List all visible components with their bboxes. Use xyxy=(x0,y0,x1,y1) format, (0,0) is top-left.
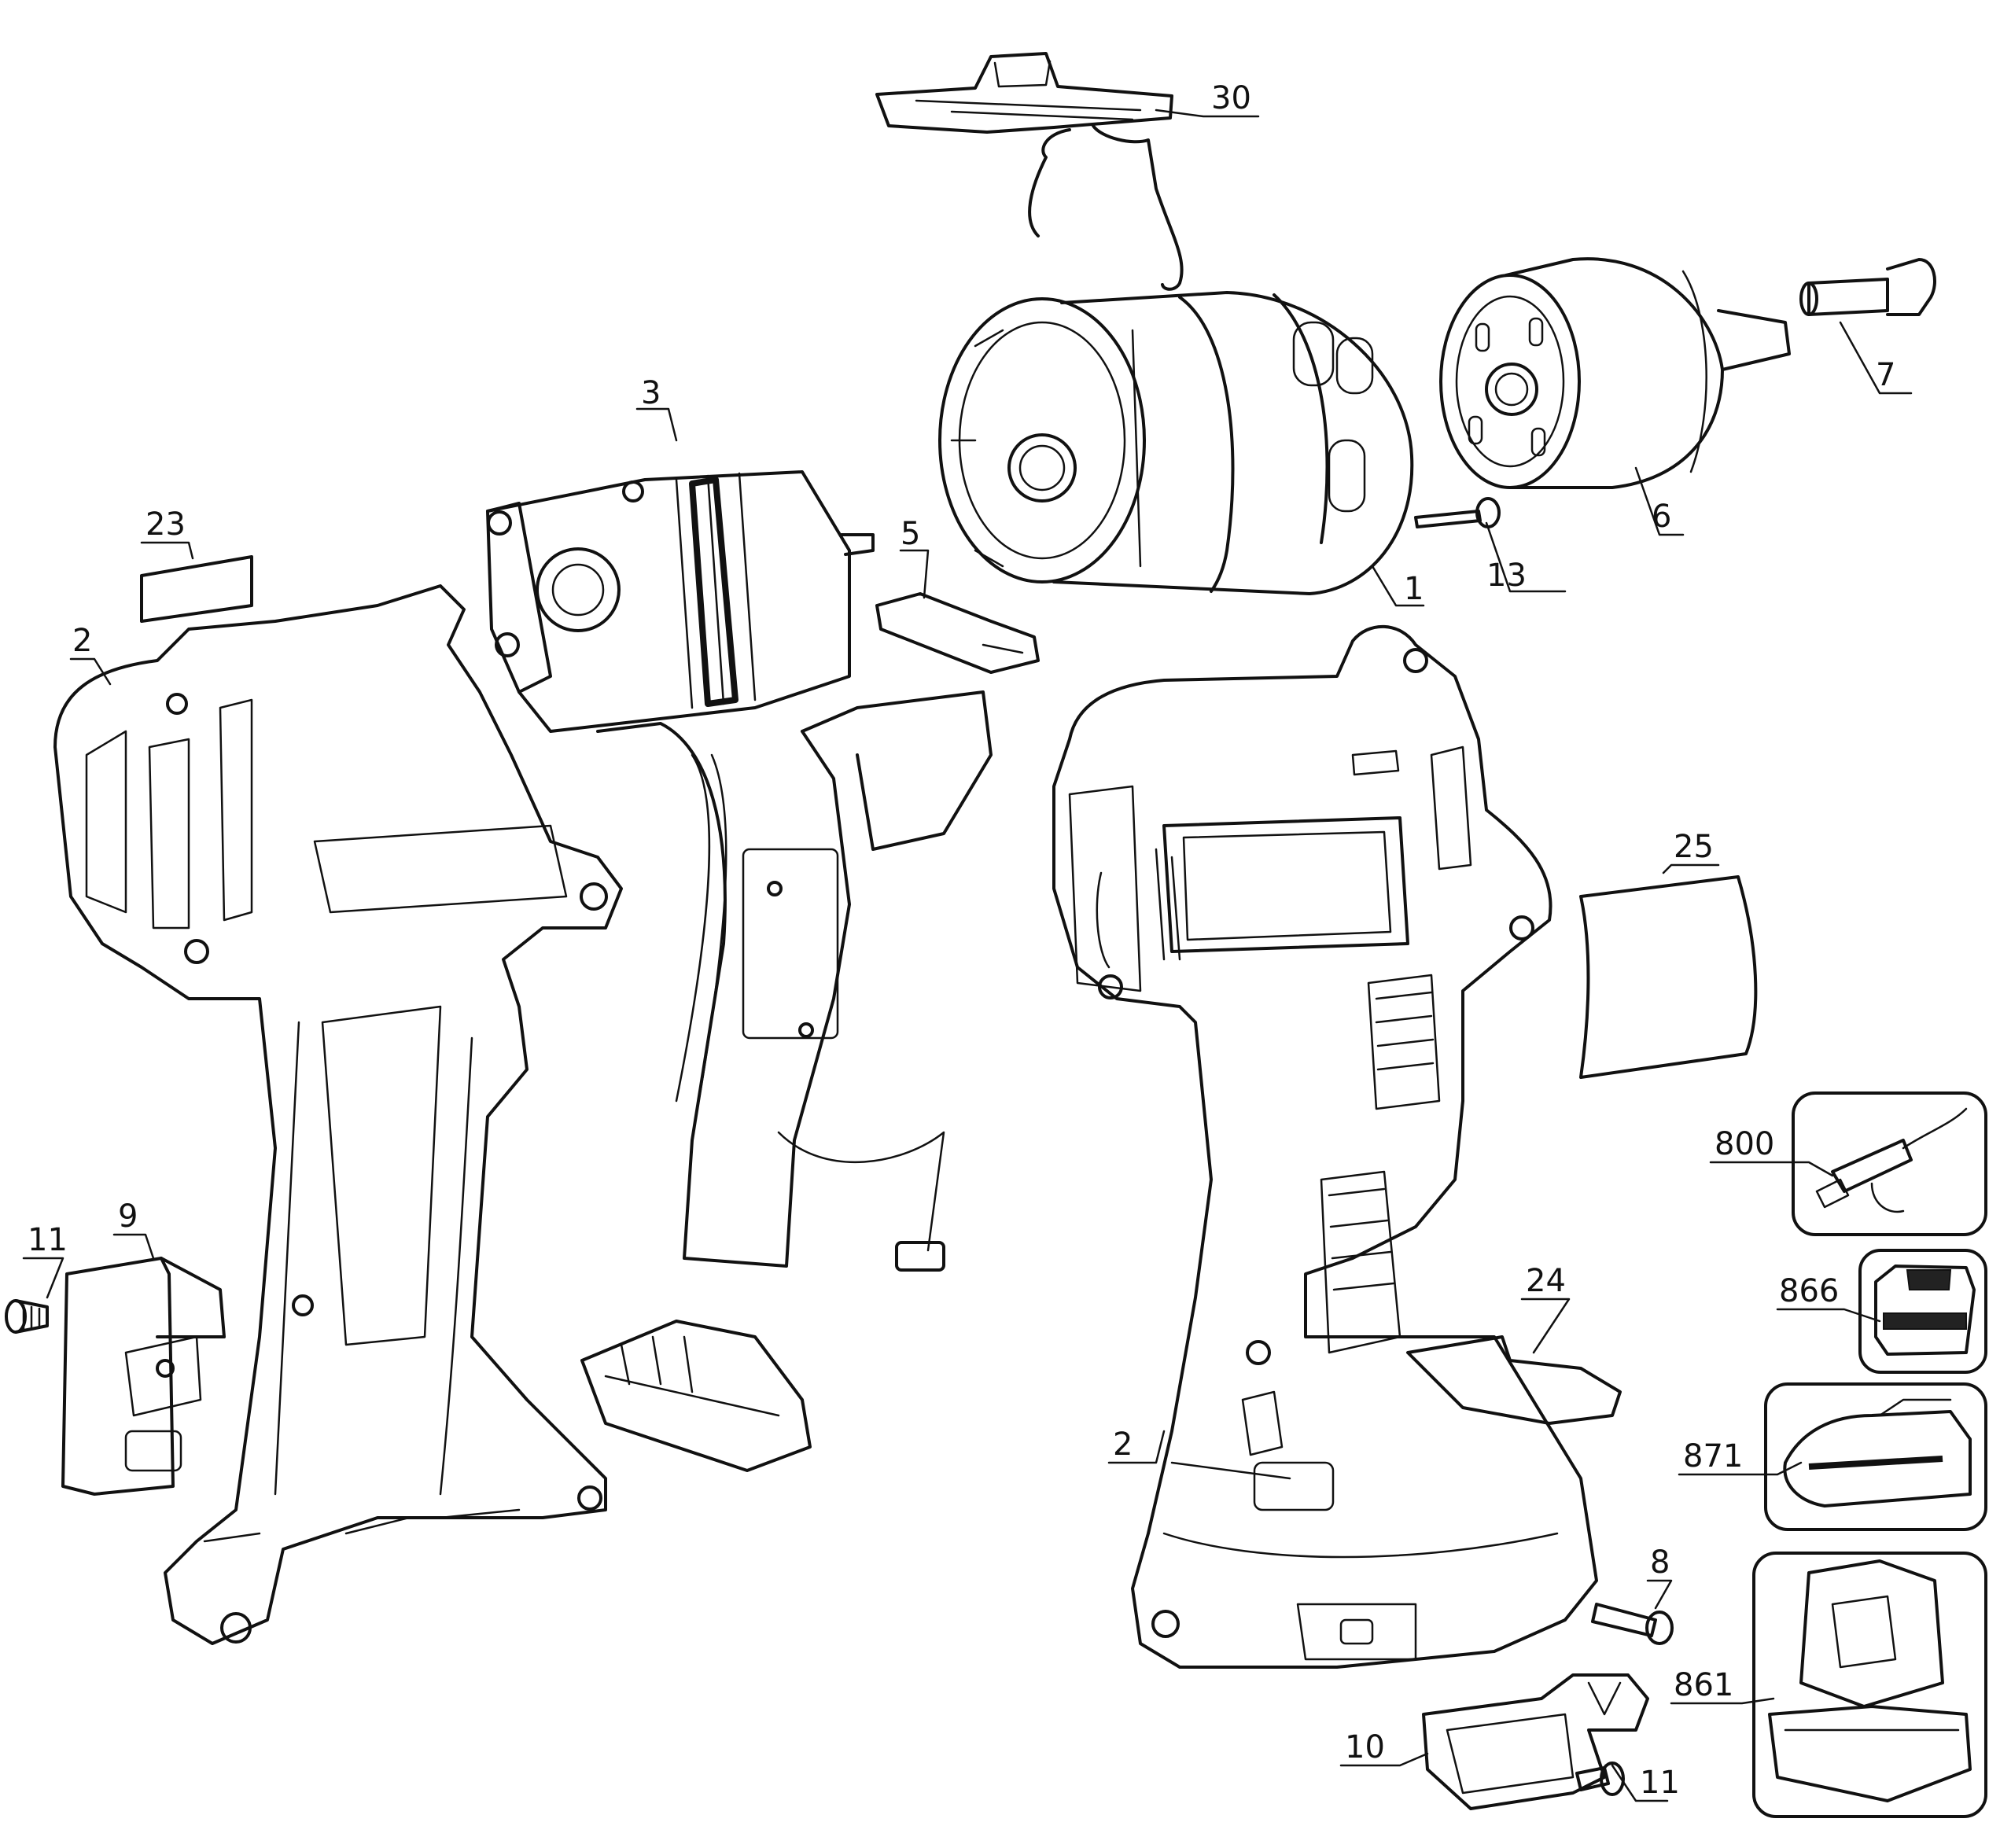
callout-11a: 11 xyxy=(22,1222,68,1299)
part-25-label xyxy=(1579,875,1758,1079)
callout-10: 10 xyxy=(1339,1729,1429,1767)
callout-2a: 2 xyxy=(69,623,112,686)
part-2-left-housing xyxy=(53,584,623,1645)
callout-23: 23 xyxy=(140,506,194,560)
callout-10-text: 10 xyxy=(1345,1729,1385,1765)
callout-6: 6 xyxy=(1634,466,1685,536)
part-24-pad xyxy=(1406,1335,1622,1425)
callout-24-text: 24 xyxy=(1526,1263,1566,1299)
callout-8-text: 8 xyxy=(1650,1544,1670,1581)
part-866-box xyxy=(1858,1249,1987,1374)
callout-871: 871 xyxy=(1678,1438,1803,1476)
callout-2b: 2 xyxy=(1107,1426,1166,1464)
part-11-screw-right xyxy=(1575,1761,1625,1796)
part-3-motor-assembly xyxy=(486,470,993,1472)
callout-866-text: 866 xyxy=(1779,1273,1839,1309)
callout-9: 9 xyxy=(112,1198,155,1260)
callout-11a-text: 11 xyxy=(28,1222,68,1258)
part-10-base-cover xyxy=(1422,1673,1649,1810)
callout-3-text: 3 xyxy=(641,375,661,411)
part-871-box xyxy=(1764,1382,1987,1531)
callout-8: 8 xyxy=(1646,1544,1673,1610)
part-861-box xyxy=(1752,1552,1987,1818)
callout-13-text: 13 xyxy=(1486,558,1527,594)
callout-25-text: 25 xyxy=(1674,829,1714,865)
callout-23-text: 23 xyxy=(145,506,186,543)
callout-11b: 11 xyxy=(1611,1764,1680,1802)
part-23-label xyxy=(140,555,253,623)
part-1-gearbox xyxy=(938,291,1414,595)
callout-3: 3 xyxy=(635,375,678,442)
part-5-insulator xyxy=(875,592,1040,674)
callout-5: 5 xyxy=(899,516,930,599)
callout-7-text: 7 xyxy=(1876,357,1895,393)
callout-800: 800 xyxy=(1709,1126,1834,1177)
callout-866: 866 xyxy=(1776,1273,1881,1323)
callout-30: 30 xyxy=(1155,80,1260,118)
callouts: 30 7 3 6 23 5 1 13 xyxy=(22,80,1913,1802)
part-2-right-housing xyxy=(1052,624,1598,1669)
part-11-screw-left xyxy=(5,1299,49,1334)
callout-5-text: 5 xyxy=(901,516,920,552)
callout-861-text: 861 xyxy=(1674,1667,1733,1703)
callout-11b-text: 11 xyxy=(1640,1765,1680,1801)
callout-9-text: 9 xyxy=(118,1198,138,1235)
callout-1: 1 xyxy=(1371,565,1425,607)
callout-30-text: 30 xyxy=(1211,80,1251,116)
callout-1-text: 1 xyxy=(1404,571,1424,607)
part-6-chuck xyxy=(1439,257,1791,489)
callout-13: 13 xyxy=(1485,521,1567,594)
part-7-chuck-screw xyxy=(1799,258,1936,316)
callout-24: 24 xyxy=(1520,1263,1571,1354)
part-30-clip xyxy=(875,52,1184,291)
callout-800-text: 800 xyxy=(1715,1126,1774,1162)
callout-6-text: 6 xyxy=(1652,499,1671,535)
callout-2b-text: 2 xyxy=(1113,1426,1133,1463)
part-8-screw xyxy=(1591,1603,1674,1645)
callout-25: 25 xyxy=(1662,829,1720,874)
callout-2a-text: 2 xyxy=(72,623,92,659)
callout-7: 7 xyxy=(1839,321,1913,395)
part-9-belt-clip xyxy=(61,1257,226,1496)
callout-871-text: 871 xyxy=(1683,1438,1743,1474)
part-800-box xyxy=(1792,1091,1987,1236)
callout-861: 861 xyxy=(1670,1667,1775,1705)
